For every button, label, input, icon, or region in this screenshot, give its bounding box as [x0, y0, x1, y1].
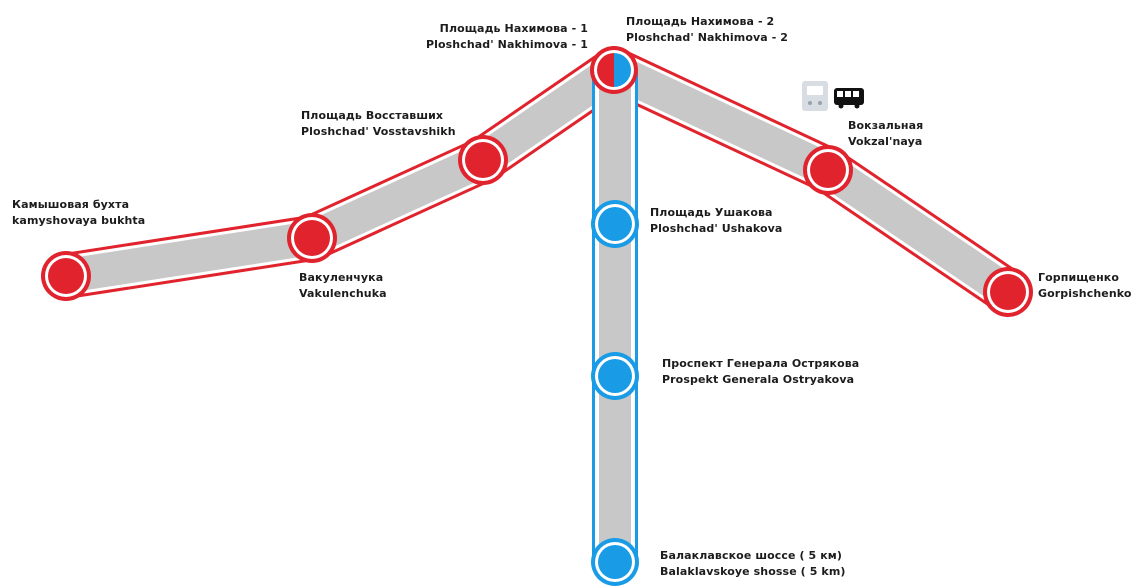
label-en: Ploshchad' Nakhimova - 1	[425, 38, 588, 51]
station-vakulenchuka[interactable]	[287, 213, 337, 263]
label-gorpishchenko: Горпищенко Gorpishchenko	[1038, 270, 1132, 302]
label-en: Vokzal'naya	[848, 135, 923, 148]
blue-line-track-fill	[599, 70, 631, 570]
station-nakhimova-interchange[interactable]	[590, 46, 638, 94]
label-vokzalnaya: Вокзальная Vokzal'naya	[848, 118, 923, 150]
label-ru: Балаклавское шоссе ( 5 км)	[660, 549, 843, 562]
label-nakhimova-2: Площадь Нахимова - 2 Ploshchad' Nakhimov…	[626, 14, 788, 46]
label-ru: Горпищенко	[1038, 271, 1119, 284]
label-ru: Камышовая бухта	[12, 198, 130, 211]
label-en: kamyshovaya bukhta	[12, 214, 146, 227]
label-ru: Проспект Генерала Острякова	[662, 357, 860, 370]
label-ru: Площадь Нахимова - 1	[439, 22, 588, 35]
label-en: Ploshchad' Ushakova	[650, 222, 783, 235]
red-line	[43, 47, 1031, 315]
bus-icon	[834, 88, 864, 109]
label-balaklavskoye: Балаклавское шоссе ( 5 км) Balaklavskoye…	[660, 548, 846, 580]
red-stations	[41, 135, 1033, 317]
label-ru: Вокзальная	[848, 119, 924, 132]
label-en: Ploshchad' Vosstavshikh	[301, 125, 456, 138]
station-ostryakova[interactable]	[591, 352, 639, 400]
label-en: Prospekt Generala Ostryakova	[662, 373, 855, 386]
station-kamyshovaya[interactable]	[41, 251, 91, 301]
label-ru: Площадь Ушакова	[650, 206, 773, 219]
label-ru: Площадь Нахимова - 2	[626, 15, 775, 28]
label-en: Gorpishchenko	[1038, 287, 1132, 300]
red-line-track-fill-west	[49, 53, 631, 293]
label-vosstavshikh: Площадь Восставших Ploshchad' Vosstavshi…	[301, 108, 456, 140]
label-nakhimova-1: Площадь Нахимова - 1 Ploshchad' Nakhimov…	[392, 21, 588, 53]
label-ushakova: Площадь Ушакова Ploshchad' Ushakova	[650, 205, 782, 237]
station-gorpishchenko[interactable]	[983, 267, 1033, 317]
blue-line	[592, 70, 638, 570]
station-ushakova[interactable]	[591, 200, 639, 248]
label-vakulenchuka: Вакуленчука Vakulenchuka	[299, 270, 387, 302]
blue-stations	[591, 200, 639, 586]
label-en: Ploshchad' Nakhimova - 2	[626, 31, 789, 44]
label-kamyshovaya: Камышовая бухта kamyshovaya bukhta	[12, 197, 145, 229]
label-ru: Площадь Восставших	[301, 109, 444, 122]
station-balaklavskoye[interactable]	[591, 538, 639, 586]
label-ostryakova: Проспект Генерала Острякова Prospekt Gen…	[662, 356, 859, 388]
label-ru: Вакуленчука	[299, 271, 384, 284]
train-icon	[802, 81, 828, 111]
station-vokzalnaya[interactable]	[803, 145, 853, 195]
label-en: Vakulenchuka	[299, 287, 387, 300]
station-vosstavshikh[interactable]	[458, 135, 508, 185]
label-en: Balaklavskoye shosse ( 5 km)	[660, 565, 846, 578]
